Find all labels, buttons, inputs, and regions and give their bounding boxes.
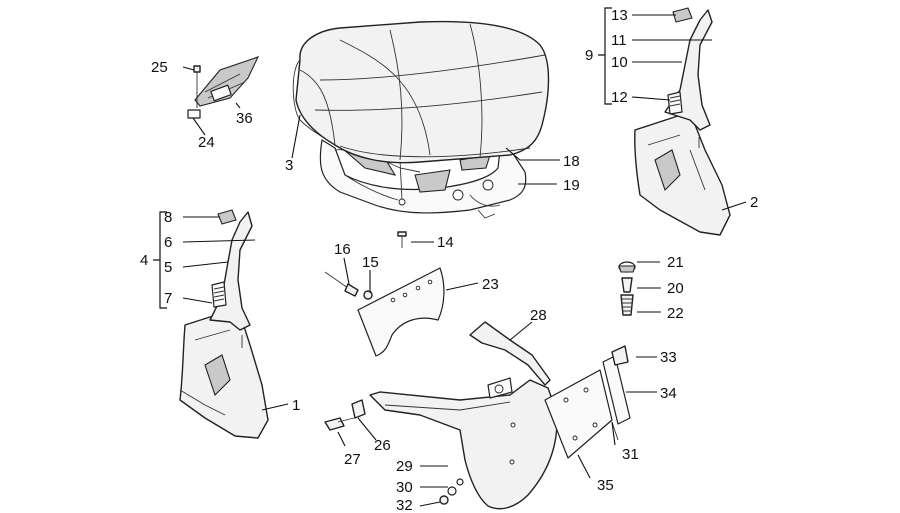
clip-24 <box>187 109 201 119</box>
callout-21: 21 <box>667 254 684 271</box>
license-bracket-35 <box>544 369 613 459</box>
mudguard-bracket-28 <box>469 321 551 386</box>
left-hinge-assembly <box>179 209 269 439</box>
group-4-bracket <box>153 211 167 309</box>
callout-10: 10 <box>611 54 628 71</box>
callout-6: 6 <box>164 234 172 251</box>
bracket-34 <box>602 355 631 425</box>
callout-28: 28 <box>530 307 547 324</box>
callout-36: 36 <box>236 110 253 127</box>
right-hinge-assembly <box>634 7 731 236</box>
callout-27: 27 <box>344 451 361 468</box>
callout-19: 19 <box>563 177 580 194</box>
group-9-bracket <box>598 7 612 105</box>
callout-29: 29 <box>396 458 413 475</box>
callout-7: 7 <box>164 290 172 307</box>
stud-parts <box>618 261 636 316</box>
callout-33: 33 <box>660 349 677 366</box>
callout-30: 30 <box>396 479 413 496</box>
callout-20: 20 <box>667 280 684 297</box>
callout-26: 26 <box>374 437 391 454</box>
callout-12: 12 <box>611 89 628 106</box>
callout-34: 34 <box>660 385 677 402</box>
callout-32: 32 <box>396 497 413 513</box>
callout-14: 14 <box>437 234 454 251</box>
callout-31: 31 <box>622 446 639 463</box>
callout-35: 35 <box>597 477 614 494</box>
callout-23: 23 <box>482 276 499 293</box>
callout-24: 24 <box>198 134 215 151</box>
callout-22: 22 <box>667 305 684 322</box>
callout-15: 15 <box>362 254 379 271</box>
leader-lines <box>182 14 747 507</box>
rear-mudguard-assembly <box>324 321 631 510</box>
callout-18: 18 <box>563 153 580 170</box>
small-bracket-assembly <box>187 56 260 119</box>
callout-2: 2 <box>750 194 758 211</box>
callout-9: 9 <box>585 47 593 64</box>
callout-8: 8 <box>164 209 172 226</box>
callout-5: 5 <box>164 259 172 276</box>
callout-16: 16 <box>334 241 351 258</box>
plate-panel-assembly <box>324 267 445 357</box>
small-cover-36 <box>194 56 260 107</box>
callout-4: 4 <box>140 252 148 269</box>
callout-labels: 1 2 3 4 5 6 7 8 9 10 11 12 13 14 15 16 1… <box>140 7 758 513</box>
callout-13: 13 <box>611 7 628 24</box>
callout-11: 11 <box>611 32 627 49</box>
right-side-cover <box>634 111 731 236</box>
seat-cushion <box>295 20 550 164</box>
screw-14 <box>397 231 407 248</box>
seat-assembly <box>292 20 550 219</box>
callout-25: 25 <box>151 59 168 76</box>
callout-3: 3 <box>285 157 293 174</box>
plate-panel-23 <box>357 267 445 357</box>
callout-1: 1 <box>292 397 300 414</box>
